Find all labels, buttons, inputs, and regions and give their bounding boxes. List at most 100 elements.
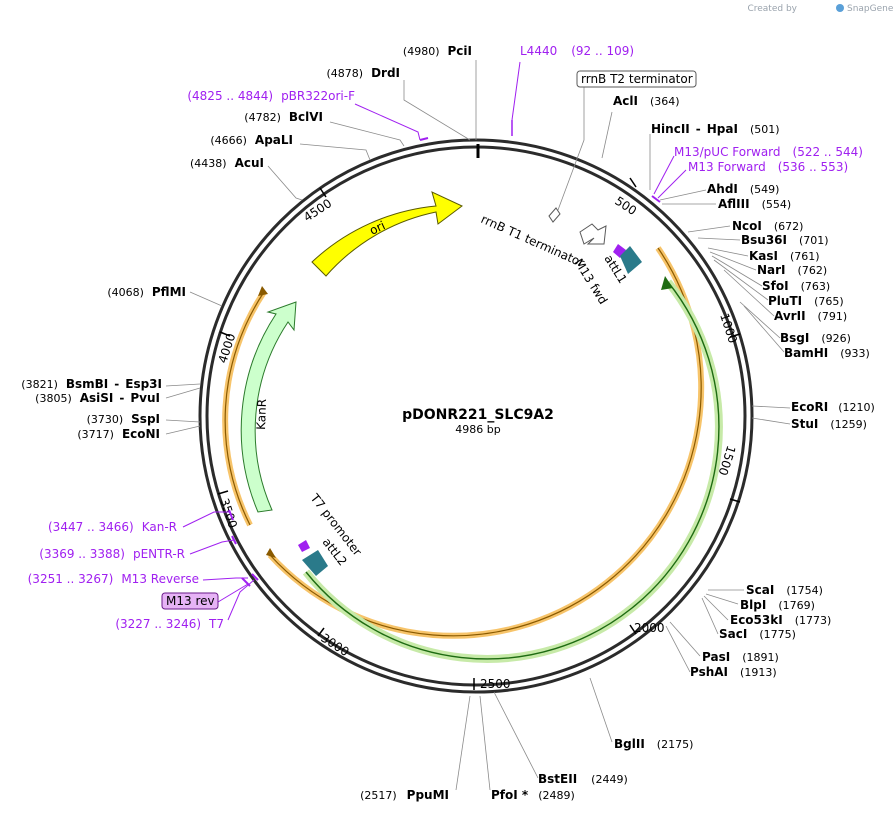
ruler-label: 3500	[217, 497, 240, 530]
leader-bsteii	[493, 691, 539, 779]
plasmid-size: 4986 bp	[455, 423, 500, 436]
feature-attl1: attL1 M13 fwd	[571, 244, 642, 307]
site-pfoi: PfoI *(2489)	[491, 788, 575, 802]
site-pbr322ori-f: (4825 .. 4844)pBR322ori-F	[187, 89, 355, 103]
site-ppumi: (2517)PpuMI	[360, 788, 449, 802]
t7-primer-mark	[298, 540, 310, 552]
site-bsteii: BstEII(2449)	[538, 772, 628, 786]
orf-arc-right-core	[269, 247, 702, 637]
leader-econi	[165, 425, 201, 435]
orf-arc-left-core	[224, 291, 265, 526]
site-ncoi: NcoI(672)	[732, 219, 803, 233]
site-pflmi: (4068)PflMI	[107, 285, 186, 299]
site-pshai: PshAI(1913)	[690, 665, 777, 679]
site-kasi: KasI(761)	[749, 249, 820, 263]
site-m13-rev: M13 rev	[161, 592, 219, 610]
ruler-tick	[217, 490, 229, 495]
leader-acli	[601, 111, 613, 159]
m13-rev-badge	[161, 592, 219, 610]
leader-pbr322ori	[354, 103, 421, 141]
leader-bglii	[589, 677, 613, 743]
kanr-arrow	[240, 301, 297, 513]
site-bamhi: BamHI(933)	[784, 346, 870, 360]
m13-fwd-primer-mark	[613, 244, 626, 258]
insert-arrowhead	[661, 276, 673, 290]
snapgene-brand: Created by SnapGene	[747, 4, 894, 14]
orf-arc-right	[267, 246, 705, 639]
leader-t7	[227, 579, 255, 621]
primer-mark	[651, 195, 661, 203]
site-labels: (4980)PciI (4878)DrdI (4825 .. 4844)pBR3…	[21, 44, 875, 802]
site-m13-reverse: (3251 .. 3267)M13 Reverse	[28, 572, 199, 586]
rrnb-t1-terminator-label: rrnB T1 terminator	[479, 212, 587, 270]
leader-pshai	[665, 625, 691, 673]
site-afliii: AflIII(554)	[718, 197, 791, 211]
backbone-inner-ring	[205, 145, 747, 687]
leader-ecori	[751, 405, 791, 409]
ruler-tick	[729, 498, 741, 503]
site-m13-forward: M13 Forward(536 .. 553)	[688, 160, 848, 174]
attl1-arrow	[620, 246, 642, 274]
orf-arcs	[222, 246, 705, 639]
site-pluti: PluTI(765)	[768, 294, 844, 308]
insert-arc-core	[305, 281, 720, 660]
leader-bsmbi	[165, 383, 201, 387]
site-m13-puc-forward: M13/pUC Forward(522 .. 544)	[674, 145, 863, 159]
leader-eco53ki	[703, 595, 729, 621]
rrnb-t2-badge	[576, 70, 697, 88]
ruler-tick	[219, 331, 231, 337]
site-sfoi: SfoI(763)	[762, 279, 830, 293]
leader-m13-reverse	[202, 577, 248, 581]
leader-kasi	[707, 247, 749, 257]
site-econi: (3717)EcoNI	[77, 427, 160, 441]
leader-ahdi	[659, 189, 707, 201]
leader-drdi	[403, 80, 471, 141]
site-bsmbi: (3821)BsmBI-Esp3I	[21, 377, 162, 391]
leader-bamhi	[743, 305, 785, 353]
site-ahdi: AhdI(549)	[707, 182, 779, 196]
site-scai: ScaI(1754)	[746, 583, 823, 597]
leader-stui	[751, 417, 791, 425]
site-t7: (3227 .. 3246)T7	[115, 617, 224, 631]
site-bsgi: BsgI(926)	[780, 331, 851, 345]
site-saci: SacI(1775)	[719, 627, 796, 641]
leader-m13-rev	[217, 583, 249, 603]
site-pentr-r: (3369 .. 3388)pENTR-R	[39, 547, 185, 561]
leader-m13-puc	[653, 155, 675, 195]
site-pcii: (4980)PciI	[403, 44, 472, 58]
orf-arrowhead	[266, 548, 276, 558]
primer-mark	[419, 137, 429, 141]
site-apali: (4666)ApaLI	[210, 133, 293, 147]
leader-l4440	[511, 61, 521, 121]
snapgene-brand-text: SnapGene	[847, 4, 894, 14]
site-acli: AclI(364)	[613, 94, 680, 108]
site-avrii: AvrII(791)	[774, 309, 847, 323]
created-by-text: Created by	[747, 4, 797, 14]
leader-pflmi	[189, 291, 223, 307]
plasmid-name: pDONR221_SLC9A2	[402, 407, 554, 423]
site-sspi: (3730)SspI	[87, 412, 160, 426]
ruler-tick	[729, 333, 741, 338]
leader-avrii	[723, 269, 775, 317]
ori-label: ori	[367, 218, 387, 237]
leader-bclvi	[329, 121, 405, 147]
leader-nari	[709, 251, 757, 271]
leader-saci	[701, 597, 719, 635]
primer-mark	[251, 573, 259, 581]
ruler-label: 2500	[480, 677, 511, 691]
rrnb-t2-label: rrnB T2 terminator	[581, 72, 693, 86]
leader-pfoi	[479, 695, 491, 791]
site-l4440: L4440(92 .. 109)	[520, 44, 634, 58]
leader-lines	[165, 60, 791, 791]
rrnb-t1-terminator-arrow	[579, 223, 607, 245]
leader-m13-forward	[657, 169, 687, 199]
rrnb-t2-terminator-arrow	[548, 207, 561, 223]
site-bsu36i: Bsu36I(701)	[741, 233, 829, 247]
ruler-tick	[317, 627, 325, 637]
site-kan-r: (3447 .. 3466)Kan-R	[48, 520, 177, 534]
leader-asisi	[165, 387, 201, 399]
insert-arc	[302, 276, 723, 663]
leader-sspi	[165, 419, 201, 423]
m13-rev-label: M13 rev	[166, 594, 215, 608]
